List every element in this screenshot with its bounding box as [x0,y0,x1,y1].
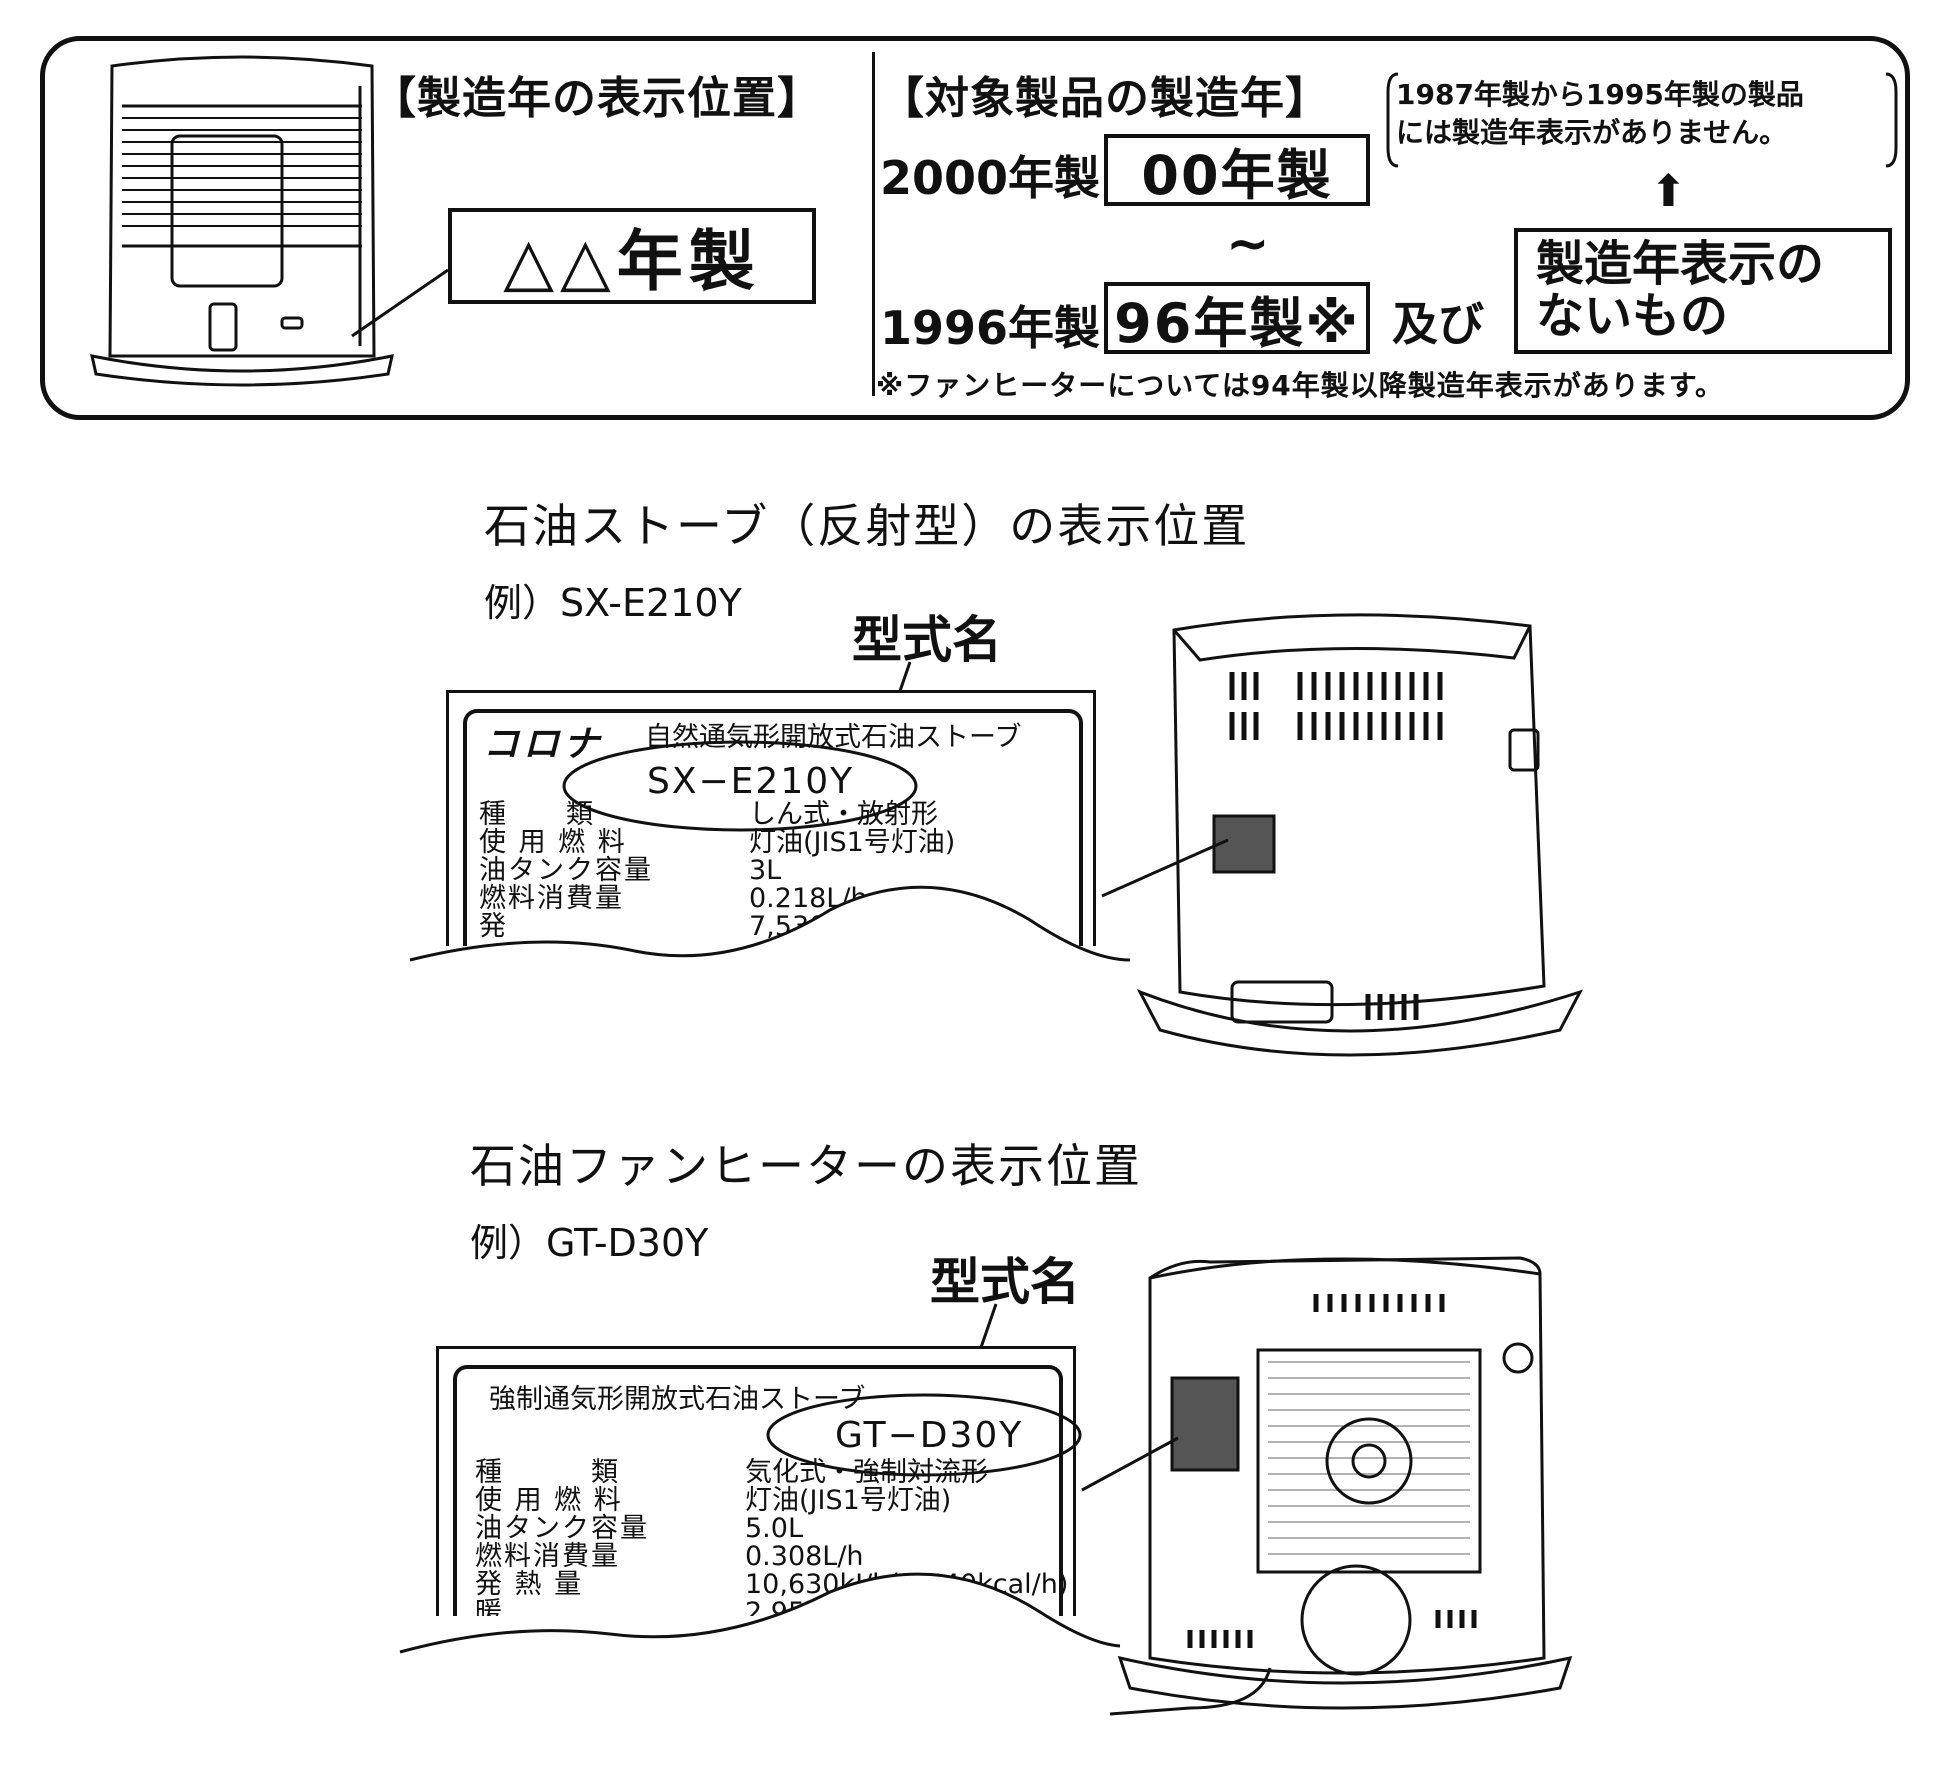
year-mark-box: △△年製 [448,208,816,304]
spec-key: 種 類 [479,799,595,830]
stove-plate-tear [409,885,1131,990]
stove-section-title: 石油ストーブ（反射型）の表示位置 [484,499,1250,553]
fan-plate-model: GT−D30Y [835,1415,1024,1456]
spec-key: 暖 [475,1597,504,1617]
fan-plate-tear [399,1572,1121,1672]
spec-key: 燃料消費量 [475,1541,620,1572]
spec-key: 発 熱 量 [475,1569,584,1600]
spec-key: 発 [479,911,508,942]
stove-pointer-line [1101,838,1229,898]
bracket-note-line: には製造年表示がありません。 [1396,116,1788,149]
spec-value: 3L [749,855,782,886]
fan-model-label: 型式名 [930,1253,1080,1311]
no-year-mark-box: 製造年表示の ないもの [1514,228,1892,354]
stove-model-ellipse [562,740,918,832]
stove-rear-illustration [1136,613,1584,1057]
range-tilde: ~ [1226,214,1270,274]
stove-plate-model: SX−E210Y [647,761,855,802]
spec-key: 使 用 燃 料 [475,1485,623,1516]
and-label: 及び [1392,297,1484,351]
spec-key: 油タンク容量 [475,1513,649,1544]
year-row-2000: 2000年製 [880,151,1101,205]
spec-row: 種 類 しん式・放射形 [479,801,955,829]
year-mark-2000: 00年製 [1104,134,1370,207]
target-heading: 【対象製品の製造年】 [880,73,1330,124]
bracket-marks [1386,72,1898,168]
stove-model-label: 型式名 [852,611,1002,669]
spec-key: 使 用 燃 料 [479,827,627,858]
footnote: ※ファンヒーターについては94年製以降製造年表示があります。 [876,369,1724,402]
spec-key: 燃料消費量 [479,883,624,914]
spec-key: 油タンク容量 [479,855,653,886]
fan-pointer-line [1081,1436,1179,1492]
no-year-mark-line: ないもの [1536,288,1729,344]
heater-front-illustration [90,55,394,387]
brand-logo: コロナ [483,724,604,765]
spec-value: しん式・放射形 [749,799,938,830]
stove-spec-list: 種 類 しん式・放射形 使 用 燃 料 灯油(JIS1号灯油) 油タンク容量 3L 燃… [479,801,955,941]
panel-divider [872,52,875,396]
stove-example: 例）SX-E210Y [484,581,742,625]
fan-rating-plate: 強制通気形開放式石油ストーブ GT−D30Y 種 類気化式・強制対流形 使 用 … [436,1346,1076,1616]
spec-key: 種 類 [475,1457,620,1488]
fan-heater-rear-illustration [1109,1256,1573,1716]
spec-value: 灯油(JIS1号灯油) [749,827,956,858]
spec-value: 灯油(JIS1号灯油) [745,1485,952,1516]
no-year-mark-line: 製造年表示の [1536,236,1825,292]
stove-plate-frame [463,709,1083,946]
spec-row: 油タンク容量 3L [479,857,955,885]
spec-value: 5.0L [745,1513,803,1544]
year-row-1996: 1996年製 [880,301,1101,355]
spec-row: 燃料消費量 0.308L/h [475,1543,1068,1571]
fan-example: 例）GT-D30Y [470,1221,709,1265]
bracket-note: 1987年製から1995年製の製品 には製造年表示がありません。 [1396,76,1896,166]
pointer-line [351,268,449,338]
spec-value: 0.308L/h [745,1541,864,1572]
year-mark-1996: 96年製※ [1104,282,1370,355]
bracket-note-line: 1987年製から1995年製の製品 [1396,78,1804,111]
fan-plate-frame [453,1365,1063,1616]
fan-section-title: 石油ファンヒーターの表示位置 [470,1139,1142,1193]
spec-row: 使 用 燃 料 灯油(JIS1号灯油) [479,829,955,857]
up-arrow-icon: ⬆ [1650,166,1687,217]
spec-row: 油タンク容量 5.0L [475,1515,1068,1543]
spec-row: 使 用 燃 料 灯油(JIS1号灯油) [475,1487,1068,1515]
fan-model-ellipse [766,1393,1082,1477]
manufacture-year-panel [40,36,1910,420]
position-heading: 【製造年の表示位置】 [372,73,822,124]
